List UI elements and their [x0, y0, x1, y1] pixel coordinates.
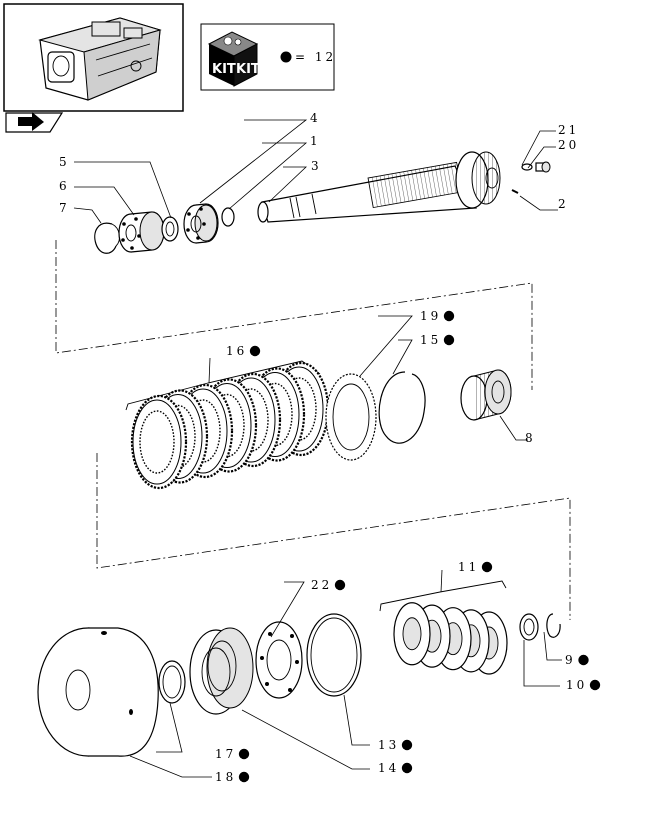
callout-label-1: 1: [310, 134, 321, 148]
callout-label-13: 13: [378, 738, 399, 752]
kit-dot-icon: [481, 561, 493, 573]
callout-label-9: 9: [565, 653, 576, 667]
kit-dot-icon: [238, 748, 250, 760]
kit-dot-icon: [238, 771, 250, 783]
part-2-pin: [511, 189, 519, 194]
part-1-circlip: [221, 207, 235, 227]
part-19-friction-plate: [325, 373, 377, 461]
part-16-clutch-disc-pack: [130, 361, 330, 490]
assembly-thumbnail[interactable]: [3, 3, 184, 112]
part-7-snap-ring: [94, 222, 120, 254]
callout-label-7: 7: [59, 201, 70, 215]
callout-label-10: 10: [566, 678, 587, 692]
part-11-belleville-springs: [393, 602, 508, 675]
part-8-splined-hub: [460, 369, 512, 421]
callout-label-22: 22: [311, 578, 332, 592]
part-9-circlip: [546, 613, 561, 638]
arrow-right-icon: [18, 112, 44, 131]
kit-legend: KIT KIT = 12: [200, 23, 336, 91]
kit-dot-icon: [443, 334, 455, 346]
callout-label-14: 14: [378, 761, 399, 775]
belleville-spring: [393, 602, 431, 666]
view-selector-tab[interactable]: [5, 112, 64, 133]
kit-legend-text: = 12: [295, 50, 336, 64]
clutch-disc: [130, 394, 188, 490]
leader-lines: [73, 119, 562, 778]
kit-dot-icon: [443, 310, 455, 322]
callout-label-21: 21: [558, 123, 579, 137]
part-20-21-fittings: [521, 161, 551, 173]
kit-dot-icon: [280, 51, 292, 63]
part-17-o-ring: [158, 660, 186, 704]
part-6-bearing: [118, 211, 165, 253]
part-13-seal-ring: [306, 613, 362, 697]
callout-label-8: 8: [525, 431, 536, 445]
part-15-snap-ring: [378, 371, 426, 444]
kit-dot-icon: [589, 679, 601, 691]
callout-label-20: 20: [558, 138, 579, 152]
callout-label-4: 4: [310, 111, 321, 125]
kit-dot-icon: [334, 579, 346, 591]
part-14-piston: [189, 627, 254, 715]
kit-dot-icon: [249, 345, 261, 357]
part-4-bearing: [183, 203, 219, 244]
callout-label-11: 11: [458, 560, 479, 574]
kit-dot-icon: [401, 762, 413, 774]
callout-label-6: 6: [59, 179, 70, 193]
part-3-main-shaft: [257, 151, 501, 223]
part-11-bracket: [379, 569, 507, 612]
callout-label-19: 19: [420, 309, 441, 323]
callout-label-5: 5: [59, 155, 70, 169]
callout-label-18: 18: [215, 770, 236, 784]
kit-box-icon: KIT KIT: [207, 31, 260, 87]
part-5-ring: [161, 216, 179, 242]
part-10-washer: [519, 613, 539, 641]
transmission-thumbnail-icon: [38, 17, 162, 101]
middle-group-outline: [96, 453, 571, 620]
callout-label-16: 16: [226, 344, 247, 358]
kit-word-right: KIT: [236, 62, 260, 77]
callout-label-17: 17: [215, 747, 236, 761]
part-18-clutch-housing: [37, 627, 159, 757]
kit-word-left: KIT: [212, 62, 236, 77]
top-group-outline: [55, 240, 533, 390]
part-22-spring-plate: [255, 621, 303, 699]
kit-dot-icon: [401, 739, 413, 751]
kit-dot-icon: [578, 654, 589, 666]
callout-label-3: 3: [311, 159, 322, 173]
callout-label-15: 15: [420, 333, 441, 347]
callout-label-2: 2: [558, 197, 569, 211]
